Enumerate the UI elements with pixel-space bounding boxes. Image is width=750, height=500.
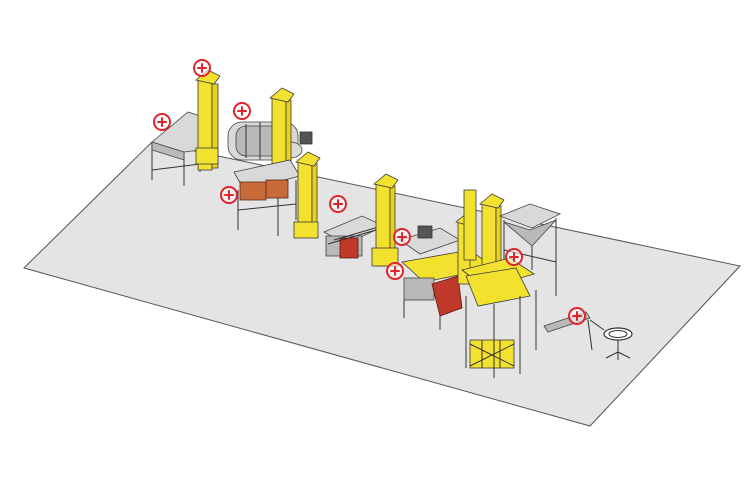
hotspot-9-plus-circle-icon[interactable]: [568, 307, 586, 325]
bag-stool: [603, 327, 633, 360]
bucket-elevator-3: [293, 151, 321, 239]
hotspot-1-plus-circle-icon[interactable]: [193, 59, 211, 77]
rotary-drum-machine: [227, 121, 313, 161]
hotspot-5-plus-circle-icon[interactable]: [329, 195, 347, 213]
hotspot-3-plus-circle-icon[interactable]: [233, 102, 251, 120]
hotspot-4-plus-circle-icon[interactable]: [220, 186, 238, 204]
bucket-elevator-2: [269, 87, 295, 177]
bucket-elevator-6: [463, 189, 505, 273]
gravity-separator: [323, 215, 385, 259]
hotspot-8-plus-circle-icon[interactable]: [505, 248, 523, 266]
hotspot-7-plus-circle-icon[interactable]: [386, 262, 404, 280]
hotspot-6-plus-circle-icon[interactable]: [393, 228, 411, 246]
hotspot-2-plus-circle-icon[interactable]: [153, 113, 171, 131]
bucket-elevator-4: [371, 173, 399, 267]
storage-silo: [498, 203, 562, 296]
bucket-elevator-1: [195, 69, 221, 171]
